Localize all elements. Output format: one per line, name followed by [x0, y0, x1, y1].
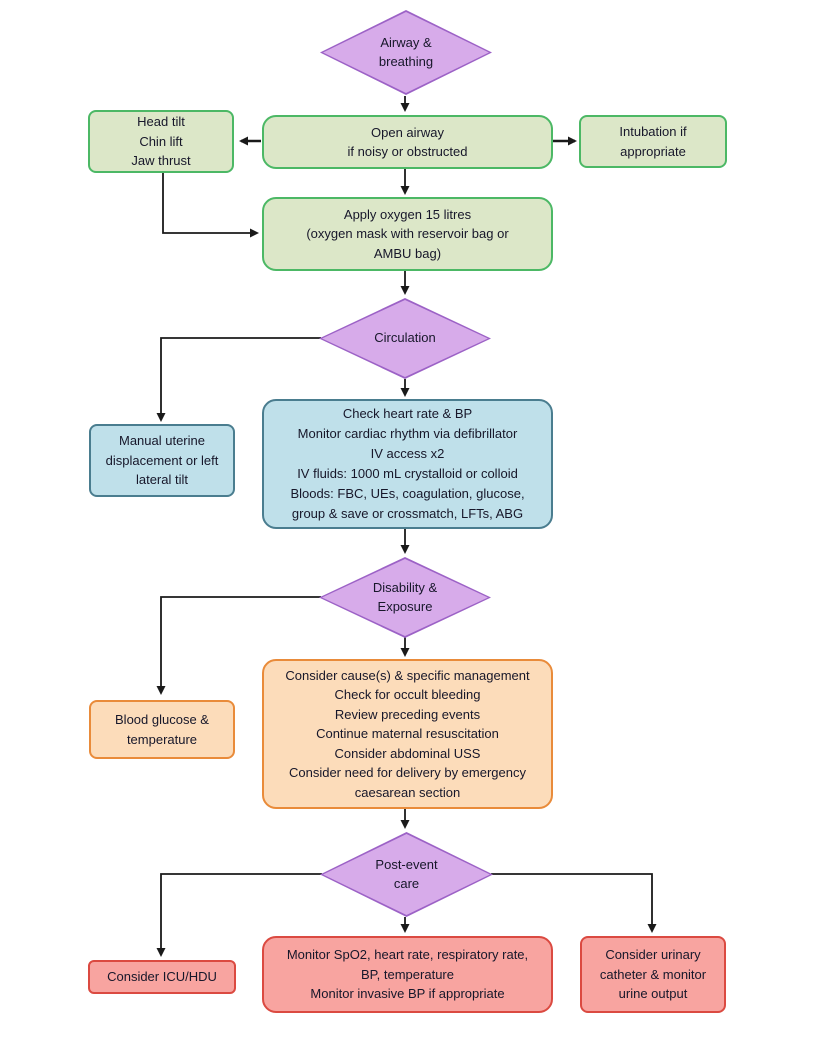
decision-label: Circulation: [374, 330, 436, 346]
decision-disability-exposure: Disability & Exposure: [319, 557, 491, 638]
decision-circulation: Circulation: [319, 298, 491, 379]
decision-label: Disability & Exposure: [372, 579, 438, 614]
box-consider-icu: Consider ICU/HDU: [88, 960, 236, 994]
box-check-circulation: Check heart rate & BP Monitor cardiac rh…: [262, 399, 553, 529]
box-blood-glucose: Blood glucose & temperature: [89, 700, 235, 759]
edge-disability-to-glucose: [156, 596, 321, 695]
edge-headtilt-to-oxygen: [162, 173, 259, 238]
box-head-tilt: Head tilt Chin lift Jaw thrust: [88, 110, 234, 173]
edge-postevent-to-icu: [156, 873, 322, 957]
decision-airway-breathing: Airway & breathing: [320, 10, 492, 95]
box-open-airway: Open airway if noisy or obstructed: [262, 115, 553, 169]
box-apply-oxygen: Apply oxygen 15 litres (oxygen mask with…: [262, 197, 553, 271]
decision-post-event-care: Post-event care: [320, 832, 493, 917]
box-intubation: Intubation if appropriate: [579, 115, 727, 168]
box-consider-cause: Consider cause(s) & specific management …: [262, 659, 553, 809]
box-manual-uterine: Manual uterine displacement or left late…: [89, 424, 235, 497]
decision-label: Airway & breathing: [378, 34, 434, 69]
box-monitor-obs: Monitor SpO2, heart rate, respiratory ra…: [262, 936, 553, 1013]
box-urinary-catheter: Consider urinary catheter & monitor urin…: [580, 936, 726, 1013]
decision-label: Post-event care: [375, 856, 438, 891]
edge-postevent-to-urinary: [491, 873, 657, 933]
edge-circulation-to-uterine: [156, 337, 321, 422]
